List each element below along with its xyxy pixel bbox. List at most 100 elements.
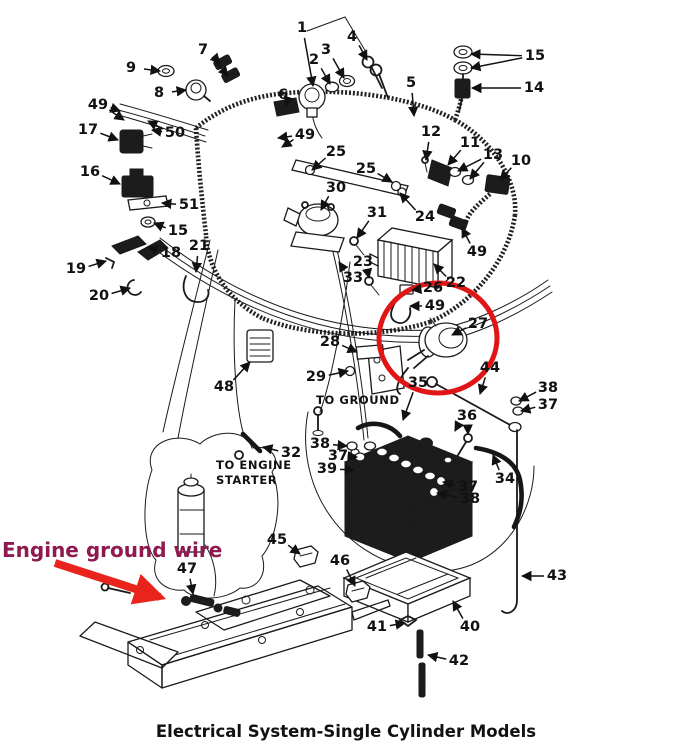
part-number: 12 — [421, 124, 441, 140]
part-number: 27 — [468, 316, 488, 332]
part-number: 51 — [179, 197, 199, 213]
part-number: 37 — [458, 479, 478, 495]
callout-15: 15 — [469, 48, 545, 72]
mounting-bar — [291, 159, 409, 197]
part-number: 15 — [525, 48, 545, 64]
part-number: 43 — [547, 568, 567, 584]
callout-30: 30 — [320, 180, 346, 211]
part-number: 10 — [511, 153, 531, 169]
callout-23: 23 — [353, 254, 373, 280]
part-number: 23 — [353, 254, 373, 270]
callout-13: 13 — [457, 147, 503, 180]
part-number: 17 — [78, 122, 98, 138]
callout-22: 22 — [433, 263, 466, 291]
callout-20: 20 — [89, 285, 132, 304]
part-number: 22 — [446, 275, 466, 291]
part-number: 6 — [278, 87, 288, 103]
callout-9: 9 — [126, 60, 162, 76]
callout-36: 36 — [454, 408, 477, 436]
callout-11: 11 — [447, 135, 480, 166]
callout-8: 8 — [154, 85, 188, 101]
callout-4: 4 — [347, 29, 368, 61]
mid-fasteners — [349, 203, 469, 324]
part-number: 24 — [415, 209, 435, 225]
part-number: 49 — [295, 127, 315, 143]
callout-17: 17 — [78, 122, 119, 142]
part-number: 49 — [467, 244, 487, 260]
part-number: 49 — [88, 97, 108, 113]
wire-harness — [117, 89, 553, 441]
part-number: 16 — [80, 164, 100, 180]
callout-42: 42 — [426, 651, 469, 669]
callout-32: 32 — [261, 444, 301, 461]
part-number: 26 — [423, 280, 443, 296]
engine-outline — [144, 432, 279, 599]
part-number: 36 — [457, 408, 477, 424]
callout-31: 31 — [356, 205, 387, 239]
part-number: 29 — [306, 369, 326, 385]
part-number: 33 — [343, 270, 363, 286]
callout-28: 28 — [320, 334, 358, 353]
ground-bolt-and-cables — [234, 406, 524, 530]
part-number: 38 — [538, 380, 558, 396]
part-number: 31 — [367, 205, 387, 221]
part-number: 42 — [449, 653, 469, 669]
callout-19: 19 — [66, 258, 108, 277]
callout-24: 24 — [399, 192, 435, 225]
wire-destination-label: TO ENGINE — [216, 458, 292, 472]
highlight-circle — [376, 280, 500, 396]
callout-27: 27 — [451, 316, 488, 336]
hour-meter — [344, 317, 468, 395]
callout-2: 2 — [309, 52, 331, 85]
part-number: 9 — [126, 60, 136, 76]
part-number: 3 — [321, 42, 331, 58]
part-number: 14 — [524, 80, 544, 96]
callout-35: 35 — [401, 375, 428, 421]
callout-25: 25 — [311, 144, 346, 171]
callout-12: 12 — [421, 124, 441, 162]
callout-18: 18 — [147, 245, 181, 261]
wire-destination-label: TO GROUND — [316, 393, 400, 407]
part-number-callouts: 1234567891011121314151516171819202122232… — [66, 20, 567, 669]
callout-38: 38 — [435, 489, 480, 507]
part-number: 25 — [356, 161, 376, 177]
part-number: 34 — [495, 471, 515, 487]
callout-41: 41 — [367, 619, 407, 635]
part-number: 2 — [309, 52, 319, 68]
part-number: 1 — [297, 20, 307, 36]
callout-50: 50 — [147, 120, 185, 141]
callout-16: 16 — [80, 164, 121, 185]
part-number: 4 — [347, 29, 357, 45]
lamp-socket-and-connectors — [421, 45, 511, 195]
part-number: 49 — [425, 298, 445, 314]
callout-43: 43 — [520, 568, 567, 584]
callout-37: 37 — [328, 448, 359, 464]
annotation-arrow — [53, 559, 167, 605]
part-number: 44 — [480, 360, 500, 376]
callout-37: 37 — [519, 397, 558, 414]
battery — [305, 411, 535, 572]
callout-48: 48 — [214, 361, 251, 395]
figure-caption: Electrical System-Single Cylinder Models — [155, 722, 537, 741]
wire-destination-label: STARTER — [216, 473, 277, 487]
callout-7: 7 — [198, 42, 229, 77]
callout-49: 49 — [88, 97, 125, 121]
part-number: 38 — [460, 491, 480, 507]
callout-15: 15 — [153, 221, 188, 239]
part-number: 38 — [310, 436, 330, 452]
callout-38: 38 — [518, 380, 558, 402]
voltage-regulator — [369, 227, 454, 290]
callout-38: 38 — [310, 436, 349, 452]
engine-ground-strap — [181, 594, 241, 617]
part-number: 28 — [320, 334, 340, 350]
frame — [79, 579, 391, 689]
part-number: 41 — [367, 619, 387, 635]
part-number: 37 — [538, 397, 558, 413]
part-number: 46 — [330, 553, 350, 569]
part-number: 48 — [214, 379, 234, 395]
part-number: 15 — [168, 223, 188, 239]
part-number: 37 — [328, 448, 348, 464]
annotation-label: Engine ground wire — [2, 538, 223, 562]
callout-49: 49 — [408, 298, 445, 314]
